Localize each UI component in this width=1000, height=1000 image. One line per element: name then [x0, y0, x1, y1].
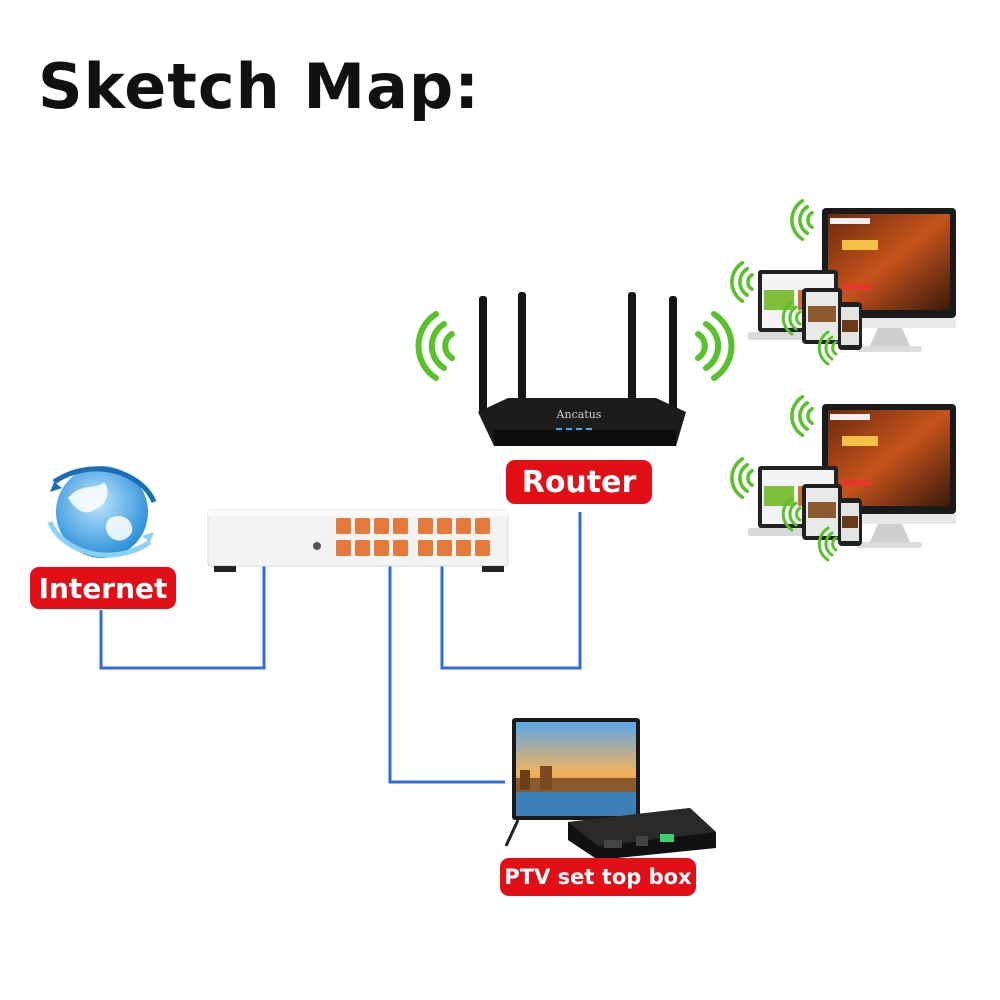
internet-label: Internet — [30, 567, 176, 609]
switch-port — [475, 540, 490, 556]
link-switch-router — [440, 512, 582, 670]
network-switch-icon — [207, 509, 509, 572]
link-internet-switch — [99, 566, 266, 670]
wifi-router-icon: Ancatus — [478, 292, 686, 446]
switch-port — [456, 518, 471, 534]
wireless-devices-icon — [730, 199, 956, 366]
wifi-signal-icon — [418, 314, 731, 378]
tv-set-top-box-icon — [504, 718, 716, 860]
switch-port — [418, 518, 433, 534]
wireless-devices-icon — [732, 397, 956, 560]
link-switch-tv — [388, 566, 505, 784]
router-brand-text: Ancatus — [556, 408, 602, 421]
switch-port — [456, 540, 471, 556]
switch-port — [418, 540, 433, 556]
switch-port — [374, 518, 389, 534]
switch-port — [374, 540, 389, 556]
router-label: Router — [506, 460, 652, 504]
switch-port — [437, 518, 452, 534]
switch-port — [437, 540, 452, 556]
link-lines — [99, 512, 582, 784]
switch-port — [336, 518, 351, 534]
switch-port — [475, 518, 490, 534]
switch-port — [336, 540, 351, 556]
switch-port — [355, 540, 370, 556]
globe-icon — [47, 466, 157, 558]
tv-box-label: PTV set top box — [500, 858, 696, 896]
page-title: Sketch Map: — [38, 50, 481, 123]
switch-port — [393, 518, 408, 534]
switch-port — [393, 540, 408, 556]
switch-port — [355, 518, 370, 534]
